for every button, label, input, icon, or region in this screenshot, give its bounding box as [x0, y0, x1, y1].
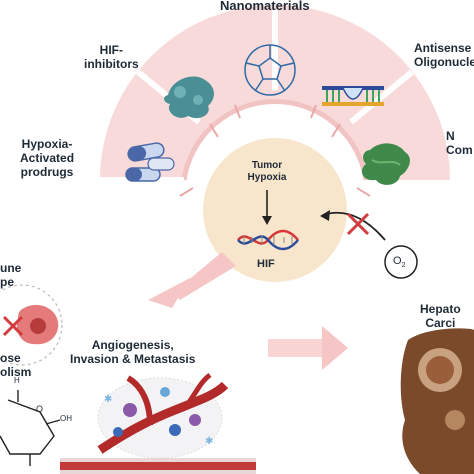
hif-label: HIF	[257, 258, 275, 270]
pill-capsules-icon	[125, 142, 175, 182]
hypoxia-to-hif-arrowhead	[262, 216, 272, 225]
oxygen-circle	[384, 245, 418, 279]
right-clipped-label: N Com	[446, 129, 473, 157]
left-clipped-immune-label: une pe	[0, 261, 22, 289]
immune-dashed-ring	[0, 284, 63, 366]
arc-inner-rim	[181, 99, 369, 181]
sugar-ring-o-label: O	[36, 404, 44, 414]
green-nanomaterial-icon	[361, 143, 410, 185]
oxygen-subscript: 2	[401, 262, 406, 269]
arc-ticks	[179, 104, 371, 197]
therapy-arc-band	[100, 5, 450, 180]
liver-tumor-icon	[400, 328, 474, 474]
sugar-h-label: H	[14, 376, 20, 385]
tumor-hypoxia-circle	[203, 138, 347, 282]
oxygen-symbol: O	[393, 255, 402, 267]
left-clipped-glucose-label: ose olism	[0, 351, 32, 379]
hepatocellular-carcinoma-label: Hepato Carci	[420, 302, 461, 330]
hypoxia-activated-prodrugs-label: Hypoxia- Activated prodrugs	[20, 137, 75, 179]
arrow-to-left-outcomes	[148, 252, 236, 308]
arrow-to-hepatoc	[268, 326, 348, 370]
glucose-structure-icon	[0, 390, 61, 466]
svg-text:✱: ✱	[205, 436, 213, 447]
angiogenesis-label: Angiogenesis, Invasion & Metastasis	[70, 338, 196, 366]
antisense-oligo-icon	[322, 86, 384, 106]
oxygen-arrowhead	[320, 210, 330, 221]
nanomaterials-label: Nanomaterials	[220, 0, 310, 13]
oxygen-label: O2	[393, 255, 405, 270]
immune-block-cross-icon	[2, 315, 24, 337]
dna-helix-icon	[237, 229, 299, 251]
sugar-oh-label: OH	[60, 414, 72, 423]
protein-icon	[164, 76, 214, 119]
svg-text:✱: ✱	[104, 394, 112, 405]
tumor-hypoxia-label: Tumor Hypoxia	[247, 160, 287, 183]
hif-inhibitors-label: HIF- inhibitors	[84, 43, 139, 71]
fullerene-icon	[244, 44, 296, 96]
angiogenesis-tissue-icon: ✱ ✱	[60, 372, 256, 474]
antisense-oligonucleotides-label: Antisense Oligonucleo	[414, 41, 474, 69]
tumor-cell-icon	[16, 304, 59, 345]
oxygen-block-cross-icon	[346, 212, 370, 236]
